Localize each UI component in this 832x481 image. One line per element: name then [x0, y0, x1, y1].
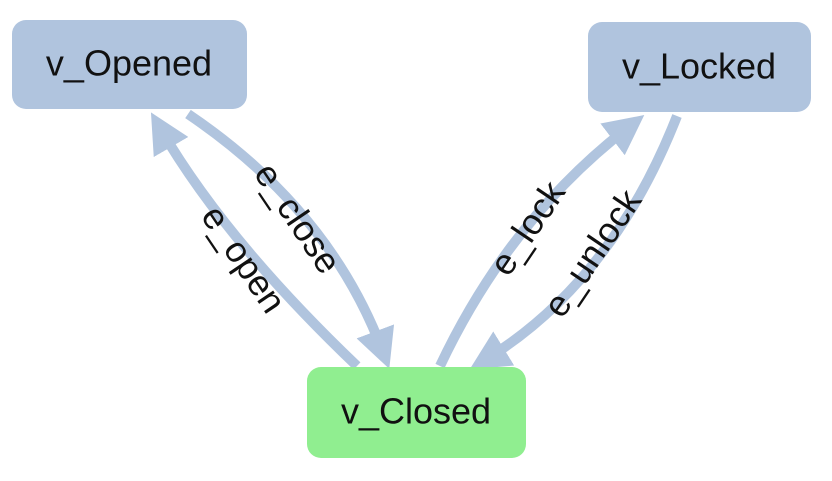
edge-e-unlock-line	[469, 114, 682, 370]
node-v-closed-label: v_Closed	[341, 391, 491, 432]
node-v-locked[interactable]: v_Locked	[588, 22, 811, 112]
node-v-closed[interactable]: v_Closed	[307, 367, 526, 458]
node-v-opened[interactable]: v_Opened	[12, 20, 247, 109]
node-v-closed-box	[307, 367, 526, 458]
edge-e-open-line	[150, 112, 361, 370]
edge-e-close-line	[185, 109, 395, 369]
node-v-locked-box	[588, 22, 811, 112]
node-v-opened-box	[12, 20, 247, 109]
node-v-opened-label: v_Opened	[46, 43, 212, 84]
edge-e-lock-line	[435, 115, 645, 369]
node-v-locked-label: v_Locked	[622, 46, 776, 87]
